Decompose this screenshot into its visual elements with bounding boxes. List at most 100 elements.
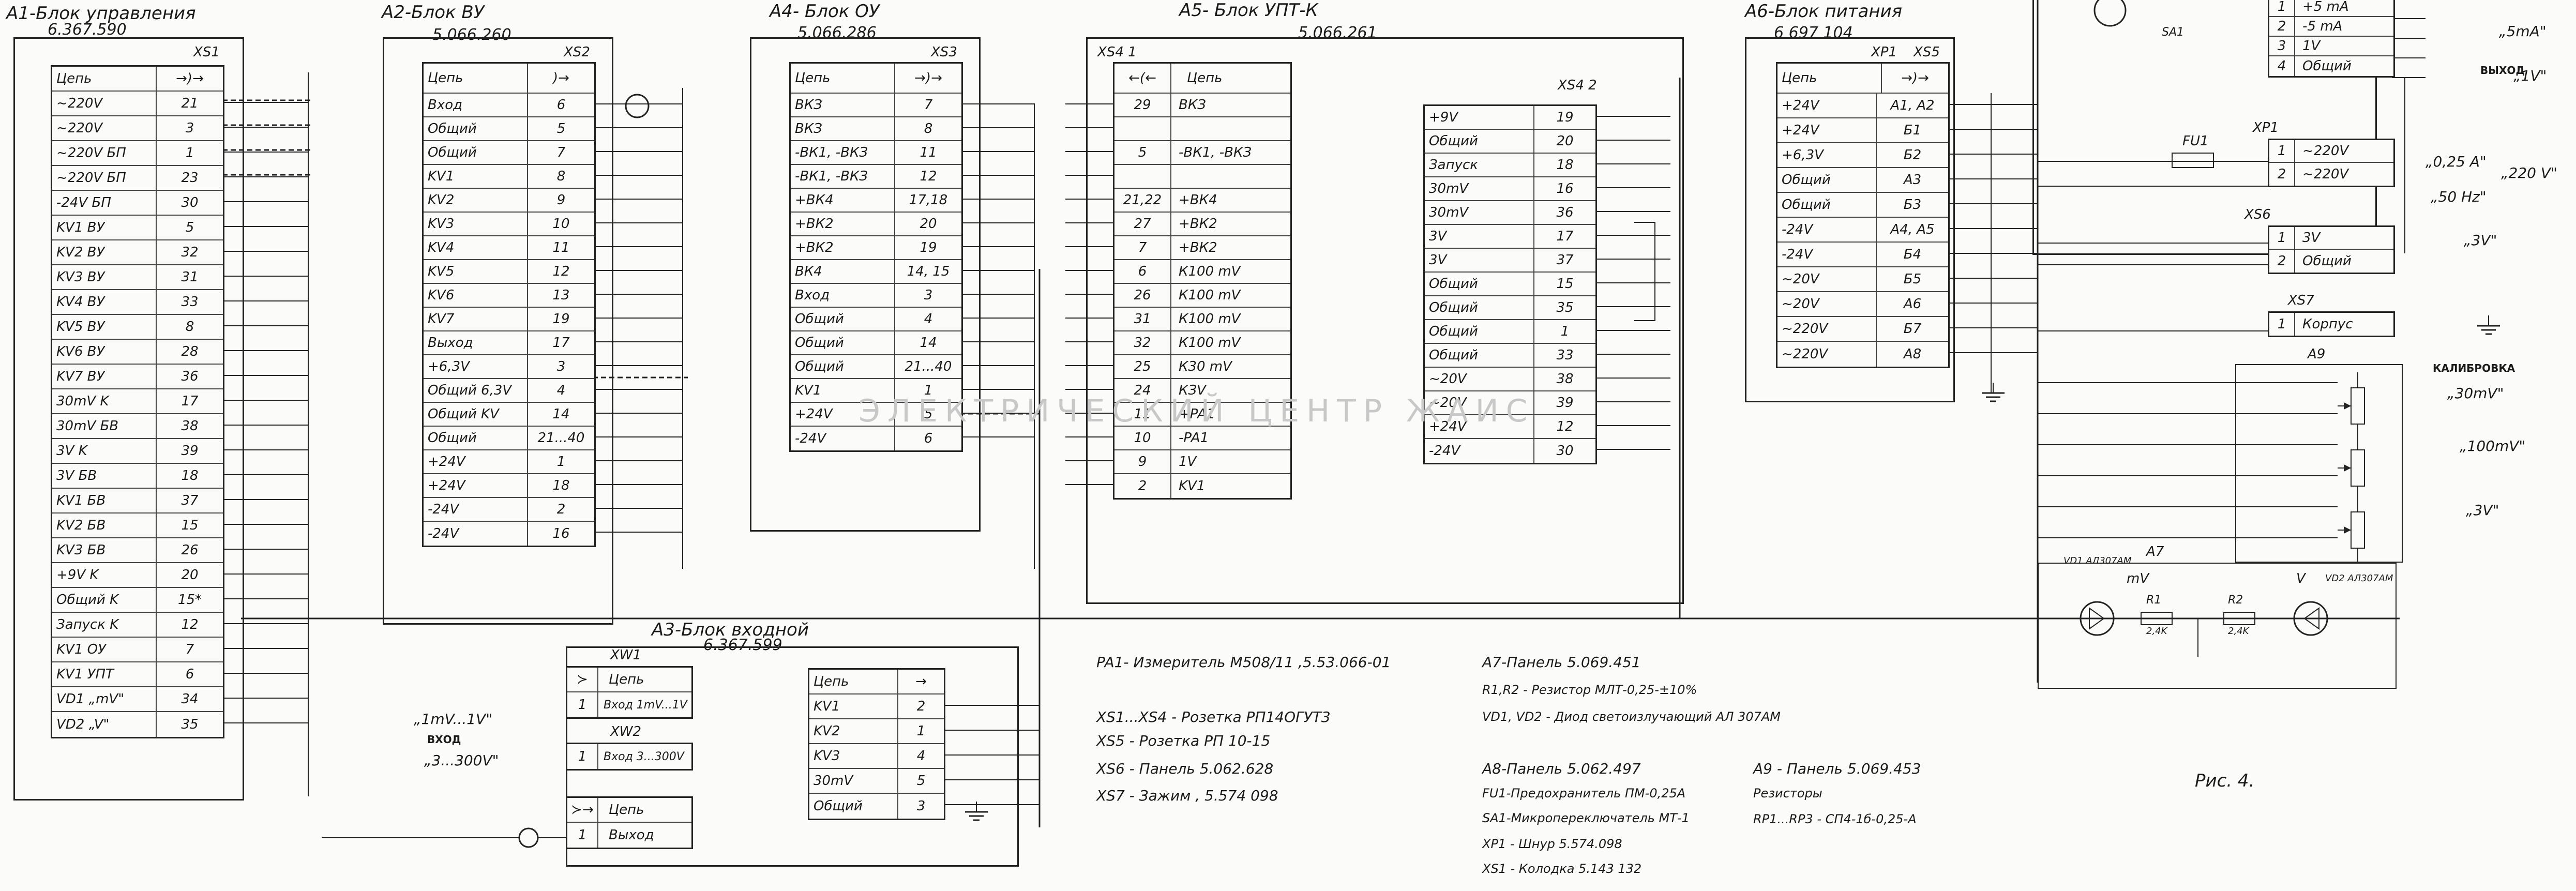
input-300v-label: „3...300V" (424, 752, 499, 769)
a6-block-frame (1745, 37, 1955, 402)
a5-left-circuit: -PA1 (1179, 430, 1209, 446)
a5-left-circuit: К100 mV (1179, 335, 1241, 351)
a6-circuit: +24V (1782, 98, 1819, 113)
a1-pin: 36 (156, 365, 223, 388)
a1-circuit: KV3 БВ (56, 542, 106, 558)
a1-pin: 38 (156, 414, 223, 438)
a2-pin: 18 (527, 474, 594, 497)
a2-header-arrow-icon: )→ (527, 64, 594, 93)
a5-right-circuit: Общий (1429, 276, 1478, 292)
a5-left-circuit: +ВК2 (1179, 240, 1217, 255)
a1-circuit: -24V БП (56, 195, 111, 210)
note-a9-rp: RP1...RP3 - СП4-1б-0,25-А (1753, 812, 1917, 826)
a2-circuit: +6,3V (428, 359, 470, 374)
a2-circuit: KV2 (428, 192, 455, 208)
a1-circuit: KV1 УПТ (56, 667, 114, 682)
a1-circuit: ~220V (56, 120, 103, 136)
a5-right-pin: 15 (1533, 273, 1595, 295)
output-pin: 1 (2269, 0, 2295, 16)
a4-pin: 12 (894, 165, 961, 188)
a3-xw1-row: 1 Вход 1mV...1V (567, 692, 691, 717)
a5-left-pin: 10 (1114, 427, 1171, 449)
a2-pin: 17 (527, 331, 594, 354)
a5-code: 5.066.261 (1298, 24, 1377, 42)
a3-out-header: ≻→ Цепь (567, 798, 691, 823)
a3-xw2-circuit: Вход 3...300V (604, 750, 684, 763)
fuse-icon (2172, 153, 2214, 168)
a5-left-circuit: +PA1 (1179, 406, 1215, 422)
rp3-wiper-arrow-icon (2344, 526, 2351, 534)
a6-pin: Б4 (1876, 243, 1948, 266)
a1-circuit: KV2 БВ (56, 518, 106, 533)
a2-circuit: Вход (428, 97, 463, 113)
a1-circuit: KV1 ОУ (56, 642, 106, 657)
a6-pin: Б7 (1876, 317, 1948, 341)
a2-circuit: KV4 (428, 240, 455, 255)
a5-right-pin: 19 (1533, 106, 1595, 129)
note-a8-fu1: FU1-Предохранитель ПМ-0,25А (1482, 786, 1686, 801)
a4-pin: 21...40 (894, 355, 961, 378)
a5-left-circuit: +ВК4 (1179, 192, 1217, 208)
a5-left-row: 11+PA1 (1114, 403, 1290, 427)
note-xs6: XS6 - Панель 5.062.628 (1096, 760, 1274, 777)
a4-connector-label: XS3 (931, 44, 957, 60)
a3-right-circuit: 30mV (814, 773, 853, 789)
a4-pin: 8 (894, 117, 961, 140)
r1-value: 2,4K (2146, 626, 2167, 637)
a5-left-pin: 26 (1114, 284, 1171, 307)
a5-left-circuit: К100 mV (1179, 264, 1241, 279)
a2-header-circuit: Цепь (428, 70, 463, 86)
a4-circuit: Общий (795, 359, 844, 374)
a1-pin: 21 (156, 92, 223, 115)
output-row: 2-5 mA (2269, 17, 2393, 37)
a1-circuit: ~220V БП (56, 170, 126, 186)
a5-left-pin: 27 (1114, 213, 1171, 235)
a3-xw2-pin: 1 (567, 744, 598, 769)
a9-block-frame (2235, 364, 2403, 563)
output-1v-label: „1V" (2513, 67, 2547, 84)
a5-right-circuit: -24V (1429, 443, 1460, 459)
a3-out-arrow-icon: ≻→ (567, 798, 598, 822)
output-5ma-label: „5mA" (2499, 23, 2547, 40)
xs6-circuit: Общий (2302, 253, 2352, 269)
a4-code: 5.066.286 (797, 24, 877, 42)
a1-circuit: KV2 ВУ (56, 245, 105, 260)
a4-circuit: +ВК2 (795, 216, 834, 232)
a1-circuit: KV4 ВУ (56, 294, 105, 310)
a5-left-row: 27+ВК2 (1114, 213, 1290, 236)
a4-circuit: -24V (795, 431, 826, 446)
a6-circuit: Общий (1782, 197, 1831, 213)
a2-circuit: -24V (428, 526, 459, 541)
a5-left-circuit: -ВК1, -ВКЗ (1179, 145, 1252, 160)
a3-right-circuit: KV2 (814, 723, 840, 739)
a6-circuit: -24V (1782, 222, 1813, 237)
